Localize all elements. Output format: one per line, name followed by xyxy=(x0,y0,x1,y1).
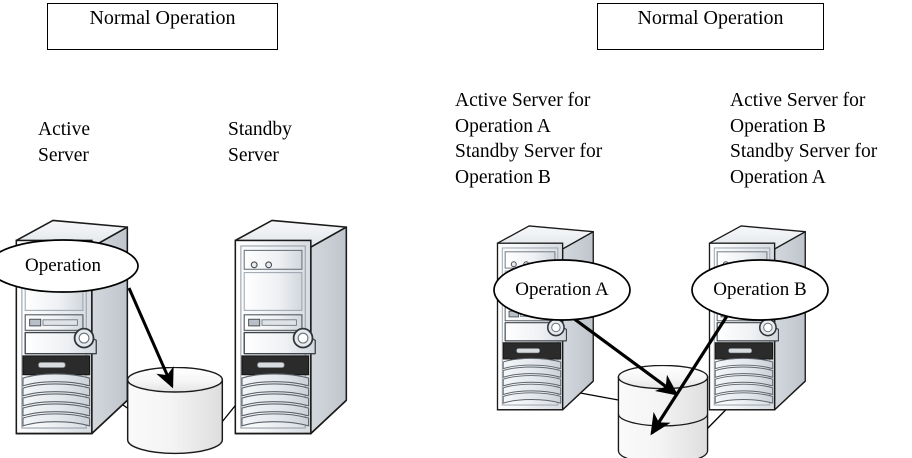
connector-active-to-disk xyxy=(61,361,151,425)
connector-serverB-to-disk xyxy=(705,377,758,431)
oval-operation-b xyxy=(691,259,829,321)
label-active-server: Active Server xyxy=(38,119,90,166)
oval-operation-text: Operation xyxy=(25,255,101,276)
left-title-box: Normal Operation xyxy=(47,3,278,50)
server-tower-a xyxy=(496,225,595,411)
arrow-operationB-to-disk xyxy=(650,315,729,436)
connector-standby-to-disk xyxy=(221,359,273,423)
label-server-a-role: Active Server for Operation A Standby Se… xyxy=(455,90,603,188)
right-title-box: Normal Operation xyxy=(597,3,824,50)
label-standby-server: Standby Server xyxy=(228,119,292,166)
arrow-operationA-to-disk xyxy=(572,316,679,396)
oval-operation-a xyxy=(493,259,631,321)
right-panel-artwork xyxy=(493,225,829,458)
oval-operation-b-text: Operation B xyxy=(713,279,807,300)
arrow-operation-to-disk xyxy=(127,287,174,389)
oval-operation xyxy=(0,239,139,293)
storage-cylinder-left xyxy=(126,367,224,455)
right-title-text: Normal Operation xyxy=(637,7,784,29)
server-tower-active xyxy=(15,219,129,435)
oval-operation-a-text: Operation A xyxy=(515,279,609,300)
label-server-b-role: Active Server for Operation B Standby Se… xyxy=(730,90,878,188)
server-tower-standby xyxy=(234,219,348,435)
left-panel-artwork xyxy=(0,219,348,455)
storage-cylinder-right xyxy=(617,365,709,458)
connector-serverA-to-disk xyxy=(552,387,641,405)
left-title-text: Normal Operation xyxy=(89,7,236,29)
server-tower-b xyxy=(708,225,807,411)
